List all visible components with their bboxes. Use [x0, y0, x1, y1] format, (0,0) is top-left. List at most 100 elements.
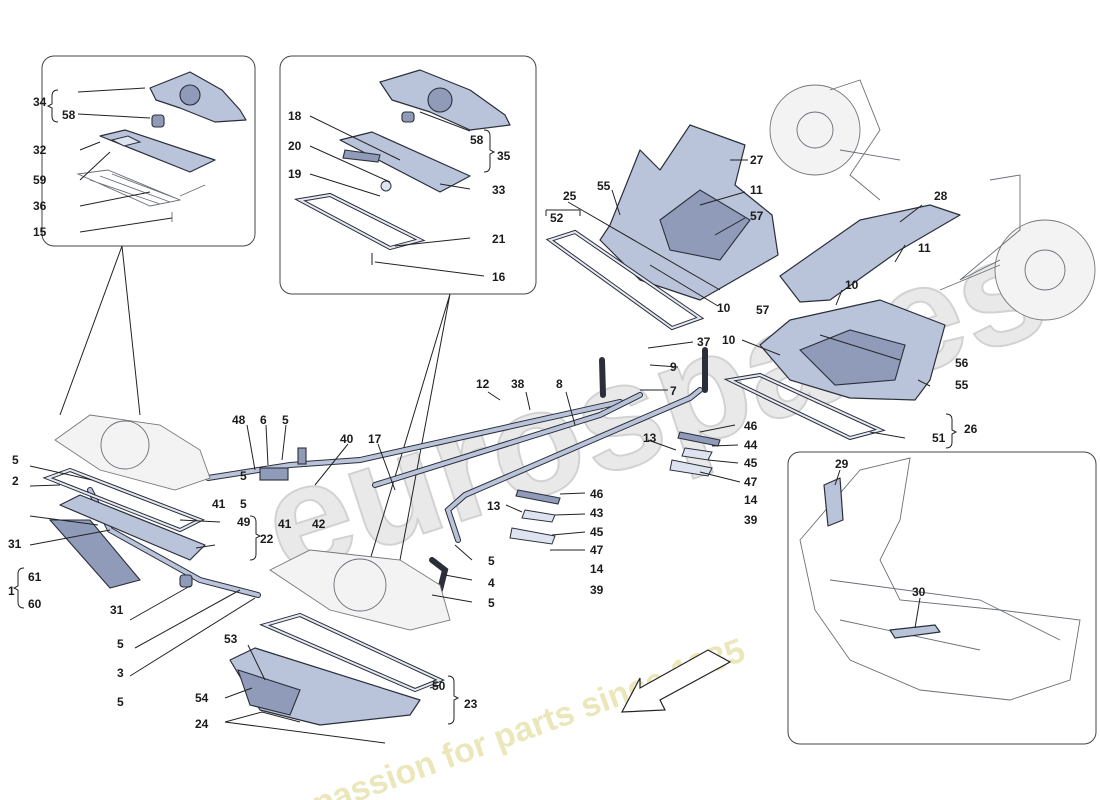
callout-47b: 47	[590, 543, 604, 557]
callout-39: 39	[744, 513, 758, 527]
callout-48: 48	[232, 413, 246, 427]
direction-arrow-icon	[620, 649, 732, 713]
callout-5d: 5	[12, 453, 19, 467]
coolant-pipes	[87, 347, 708, 598]
callout-26: 26	[964, 422, 978, 436]
fitting-41	[297, 447, 307, 465]
callout-24: 24	[195, 717, 209, 731]
callout-25: 25	[563, 189, 577, 203]
callout-46b: 46	[590, 487, 604, 501]
callout-59: 59	[33, 173, 47, 187]
duct-29	[823, 477, 844, 527]
bumper-inset-parts	[799, 457, 1081, 701]
callout-34: 34	[33, 95, 47, 109]
callout-22: 22	[260, 532, 274, 546]
callout-15: 15	[33, 225, 47, 239]
callout-9: 9	[670, 360, 677, 374]
callout-8: 8	[556, 377, 563, 391]
callout-60: 60	[28, 597, 42, 611]
callout-46: 46	[744, 419, 758, 433]
seal-frame-21	[293, 192, 426, 251]
air-duct-28	[779, 204, 961, 303]
callout-19: 19	[288, 167, 302, 181]
callout-13b: 13	[487, 499, 501, 513]
bracket-30	[889, 624, 941, 639]
radiator-22	[59, 494, 206, 561]
ghost-fan-left	[54, 414, 211, 491]
callout-5h: 5	[488, 596, 495, 610]
callout-21: 21	[492, 232, 506, 246]
callout-10c: 10	[722, 333, 736, 347]
callout-5f: 5	[117, 695, 124, 709]
callout-58: 58	[62, 108, 76, 122]
upper-duct-parts	[545, 124, 961, 441]
callout-52: 52	[550, 211, 564, 225]
callout-2: 2	[12, 474, 19, 488]
left-inset-parts	[76, 71, 247, 222]
callout-37: 37	[697, 335, 711, 349]
duct-inner-27	[659, 189, 751, 261]
coupler-48	[259, 467, 289, 481]
inset-box-center	[279, 55, 537, 295]
callout-57b: 57	[756, 303, 770, 317]
callout-14: 14	[744, 493, 758, 507]
callout-11: 11	[750, 183, 763, 197]
callout-7: 7	[670, 384, 677, 398]
callout-32: 32	[33, 143, 47, 157]
callout-30: 30	[912, 585, 926, 599]
pipe-end-37	[599, 357, 606, 398]
inset-pointer-left	[59, 245, 141, 416]
callout-47: 47	[744, 475, 758, 489]
arm-rear	[829, 79, 901, 201]
callout-45: 45	[744, 456, 758, 470]
callout-55: 55	[597, 179, 611, 193]
grommet-58b	[401, 111, 415, 123]
fan-hub-icon	[427, 87, 453, 113]
callout-14b: 14	[590, 562, 604, 576]
hose-4	[429, 557, 449, 593]
inset-box-bumper	[787, 451, 1097, 745]
callout-57: 57	[750, 209, 764, 223]
hose-20	[342, 149, 381, 163]
callout-10: 10	[717, 301, 731, 315]
arm-front	[939, 174, 1021, 291]
front-bumper-ghost	[799, 457, 1081, 701]
callout-56: 56	[955, 356, 969, 370]
grommet-31	[179, 574, 193, 588]
callout-3: 3	[117, 666, 124, 680]
clip-45b	[509, 527, 556, 545]
label-59	[110, 135, 142, 147]
brake-disc-rear	[769, 84, 861, 176]
callout-49: 49	[237, 515, 251, 529]
center-inset-parts	[293, 69, 511, 265]
radiator-33	[339, 131, 471, 193]
ghost-fan-center	[269, 549, 451, 631]
clip-46b	[515, 489, 561, 505]
callout-45b: 45	[590, 525, 604, 539]
callout-4: 4	[488, 576, 495, 590]
callout-58b: 58	[470, 133, 484, 147]
callout-5b: 5	[240, 469, 247, 483]
fan-hub-icon	[179, 84, 201, 106]
callout-6: 6	[260, 413, 267, 427]
callout-5g: 5	[488, 554, 495, 568]
callout-53: 53	[224, 632, 238, 646]
callout-11b: 11	[918, 241, 931, 255]
center-radiator-assembly	[229, 549, 451, 726]
callout-5e: 5	[117, 637, 124, 651]
callout-38: 38	[511, 377, 525, 391]
callout-41: 41	[212, 497, 226, 511]
leader-lines	[29, 87, 931, 744]
callout-31: 31	[8, 537, 22, 551]
duct-54	[237, 669, 301, 716]
callout-13: 13	[643, 431, 657, 445]
callout-1: 1	[8, 584, 15, 598]
callout-10b: 10	[845, 278, 859, 292]
callout-29: 29	[835, 457, 849, 471]
duct-inner-26	[799, 329, 906, 386]
callout-20: 20	[288, 139, 302, 153]
inset-box-left	[41, 55, 256, 247]
callout-51: 51	[932, 431, 946, 445]
callout-50: 50	[432, 679, 446, 693]
callout-5c: 5	[240, 497, 247, 511]
